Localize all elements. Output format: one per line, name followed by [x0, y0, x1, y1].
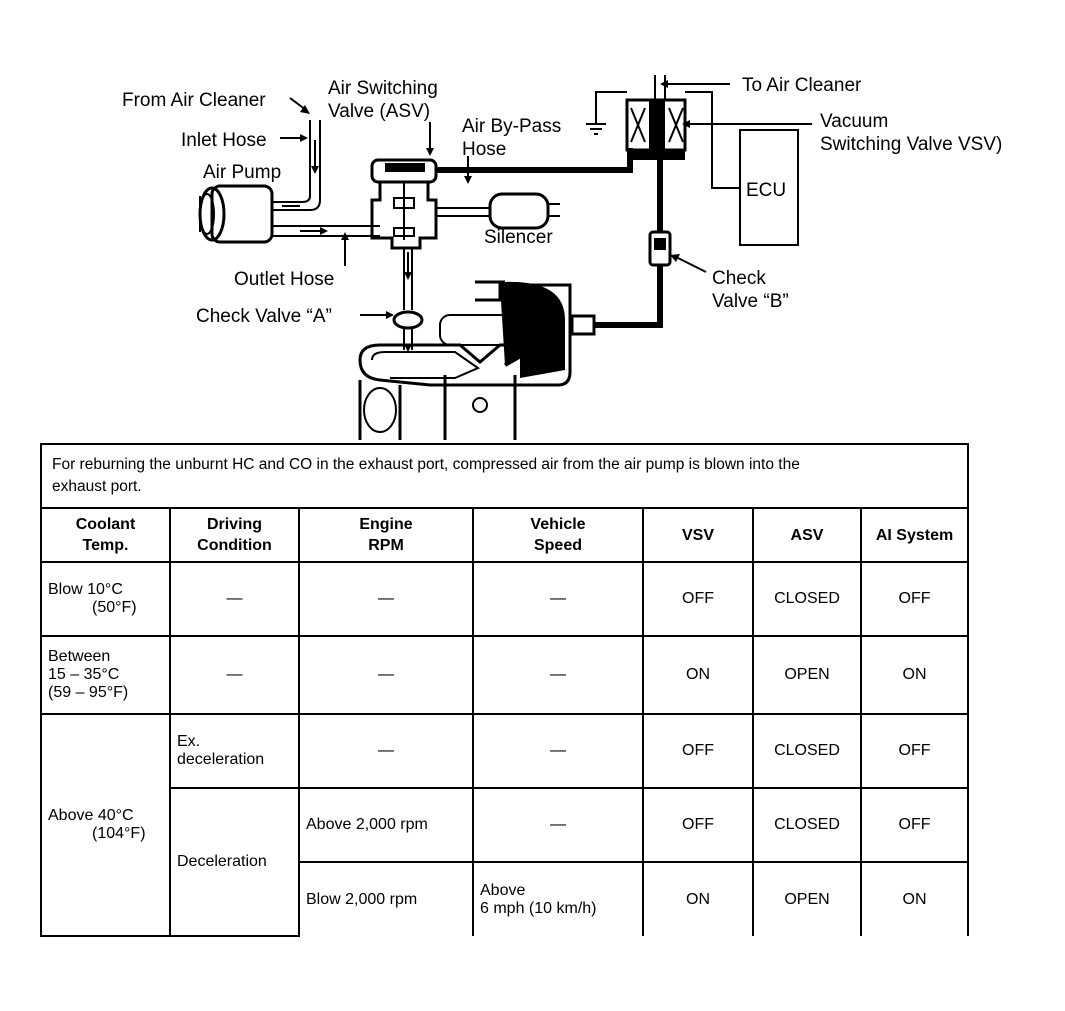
header-asv: ASV	[752, 507, 862, 563]
cell-ai: ON	[859, 861, 970, 936]
cell-asv: OPEN	[752, 861, 862, 936]
cell-driving: Ex.deceleration	[169, 713, 300, 789]
description-line-1: For reburning the unburnt HC and CO in t…	[52, 456, 800, 473]
cell-ai: ON	[859, 635, 970, 715]
label-outlet-hose: Outlet Hose	[234, 269, 334, 290]
check-valve-b	[648, 230, 672, 267]
label-asv-2: Valve (ASV)	[328, 101, 430, 122]
cell-rpm: —	[298, 635, 474, 715]
label-check-valve-b-1: Check	[712, 268, 766, 289]
label-vsv-2: Switching Valve VSV)	[820, 134, 1002, 155]
cell-speed: —	[472, 561, 644, 637]
cell-rpm: Above 2,000 rpm	[298, 787, 474, 863]
asv-to-check-valve-a	[403, 248, 413, 310]
vacuum-line-b	[570, 150, 663, 336]
label-check-valve-b-2: Valve “B”	[712, 291, 789, 312]
air-pump	[198, 184, 274, 244]
cell-coolant: Blow 10°C(50°F)	[40, 561, 171, 637]
ecu-box	[739, 129, 799, 246]
cell-ai: OFF	[859, 713, 970, 789]
inlet-hose	[272, 120, 321, 211]
label-inlet-hose: Inlet Hose	[181, 130, 267, 151]
cell-ai: OFF	[859, 787, 970, 863]
cell-vsv: OFF	[642, 561, 754, 637]
cell-rpm: Blow 2,000 rpm	[298, 861, 474, 936]
label-from-air-cleaner: From Air Cleaner	[122, 90, 266, 111]
cell-asv: CLOSED	[752, 787, 862, 863]
cell-vsv: ON	[642, 861, 754, 936]
cell-vsv: OFF	[642, 787, 754, 863]
cell-ai: OFF	[859, 561, 970, 637]
cell-rpm: —	[298, 561, 474, 637]
cell-vsv: OFF	[642, 713, 754, 789]
label-asv-1: Air Switching	[328, 78, 438, 99]
header-ai-system: AI System	[859, 507, 970, 563]
cell-speed: —	[472, 713, 644, 789]
cell-driving: Deceleration	[169, 787, 300, 937]
vacuum-switching-valve	[586, 75, 812, 189]
cell-speed: —	[472, 787, 644, 863]
outlet-hose	[272, 225, 380, 237]
description-line-2: exhaust port.	[52, 478, 142, 495]
table-row: Above 40°C(104°F) Ex.deceleration — — OF…	[40, 713, 970, 937]
cell-rpm: —	[298, 713, 474, 789]
cell-driving: —	[169, 635, 300, 715]
air-injection-diagram: From Air Cleaner Inlet Hose Air Pump Air…	[122, 75, 1002, 440]
label-to-air-cleaner: To Air Cleaner	[742, 75, 862, 96]
ai-system-table: For reburning the unburnt HC and CO in t…	[39, 443, 970, 937]
cell-asv: CLOSED	[752, 561, 862, 637]
label-check-valve-a: Check Valve “A”	[196, 306, 332, 327]
cell-asv: CLOSED	[752, 713, 862, 789]
table-row: Deceleration Above 2,000 rpm — OFF CLOSE…	[41, 787, 970, 937]
cell-vsv: ON	[642, 635, 754, 715]
label-silencer: Silencer	[484, 227, 553, 248]
cell-driving: —	[169, 561, 300, 637]
label-ecu: ECU	[746, 180, 786, 201]
label-vsv-1: Vacuum	[820, 111, 888, 132]
leader-lines	[280, 97, 707, 319]
label-bypass-1: Air By-Pass	[462, 116, 561, 137]
label-bypass-2: Hose	[462, 139, 506, 160]
header-vsv: VSV	[642, 507, 754, 563]
cell-speed: —	[472, 635, 644, 715]
cell-asv: OPEN	[752, 635, 862, 715]
label-air-pump: Air Pump	[203, 162, 281, 183]
engine-exhaust	[358, 280, 572, 440]
silencer	[488, 192, 560, 230]
table-description: For reburning the unburnt HC and CO in t…	[39, 443, 970, 509]
cell-coolant: Above 40°C(104°F)	[40, 713, 171, 937]
air-switching-valve	[370, 158, 490, 250]
table-row: Blow 10°C(50°F) — — — OFF CLOSED OFF	[40, 561, 970, 637]
